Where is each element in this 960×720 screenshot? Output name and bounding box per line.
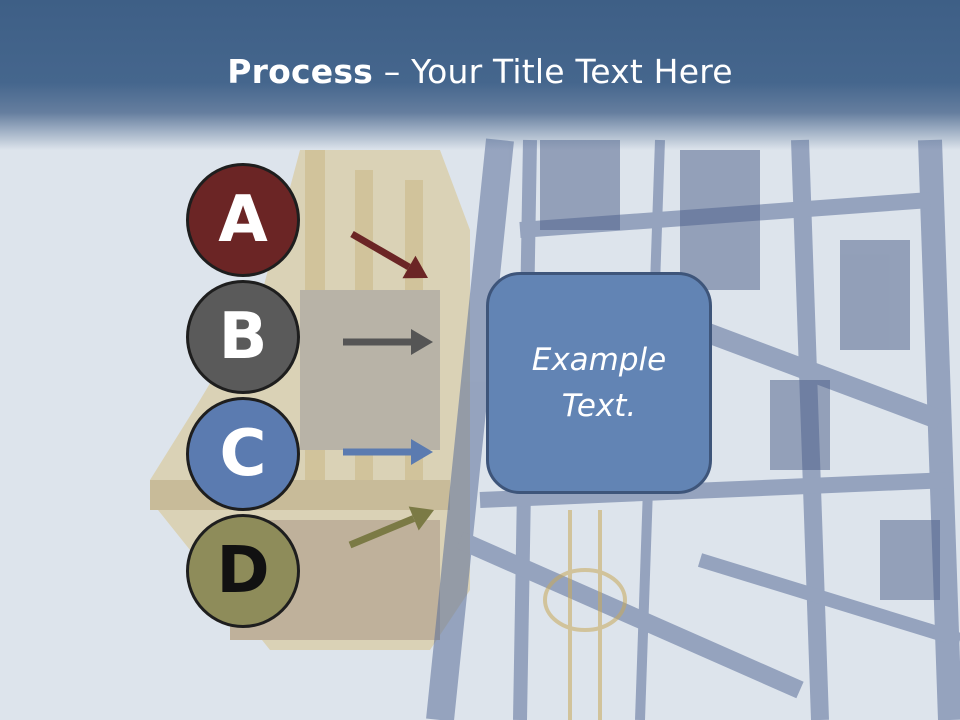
example-text: Example Text. [532, 337, 667, 429]
arrow-c-head [411, 439, 433, 465]
arrow-b-head [411, 329, 433, 355]
example-text-box: Example Text. [486, 272, 712, 494]
arrow-a-head [402, 255, 428, 279]
step-circle-a: A [186, 163, 300, 277]
step-label-d: D [216, 534, 270, 608]
step-label-a: A [218, 183, 268, 257]
slide-title-bold: Process [227, 52, 374, 91]
example-text-line1: Example [531, 342, 667, 378]
step-circle-d: D [186, 514, 300, 628]
step-circle-b: B [186, 280, 300, 394]
arrow-d-shaft [348, 515, 416, 549]
example-text-line2: Text. [561, 388, 637, 424]
slide-title: Process – Your Title Text Here [0, 52, 960, 91]
step-circle-c: C [186, 397, 300, 511]
slide-title-rest: – Your Title Text Here [373, 52, 733, 91]
step-label-c: C [219, 417, 267, 491]
step-label-b: B [218, 300, 268, 374]
arrow-a-shaft [350, 230, 411, 271]
arrow-d-head [408, 506, 434, 531]
title-bar: Process – Your Title Text Here [0, 0, 960, 150]
